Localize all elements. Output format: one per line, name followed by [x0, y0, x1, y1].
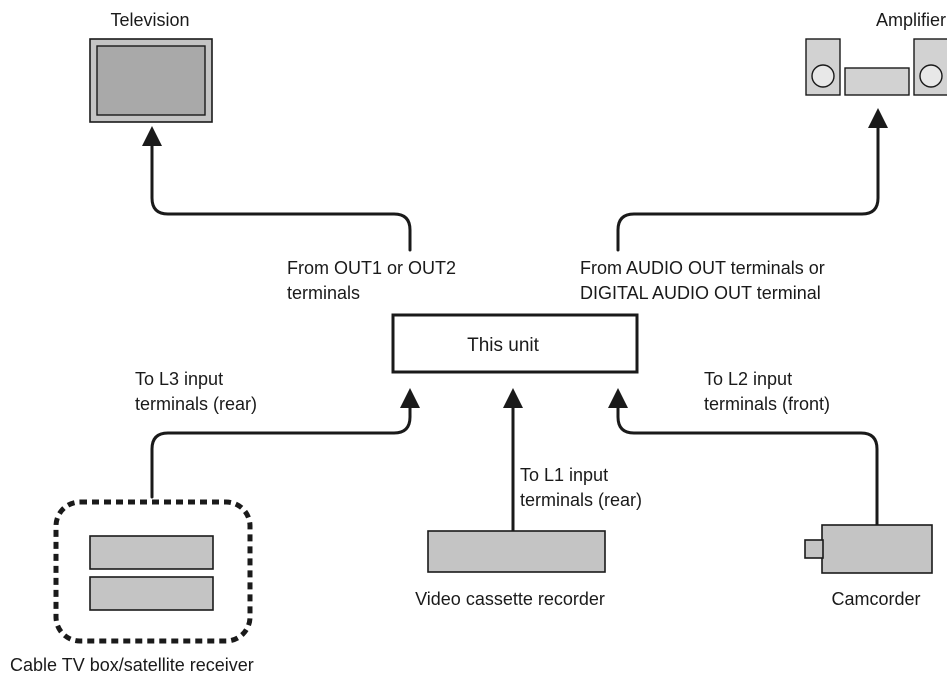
l3-label-line2: terminals (rear) [135, 394, 257, 414]
wire-to-television [150, 140, 412, 252]
television-icon [89, 38, 213, 123]
cable-box-label: Cable TV box/satellite receiver [10, 655, 254, 675]
arrow-to-l1 [503, 388, 523, 408]
l2-label-line1: To L2 input [704, 369, 792, 389]
wire-from-cable-box [150, 402, 412, 499]
satellite-receiver-icon [89, 576, 214, 611]
arrow-to-l2 [608, 388, 628, 408]
wire-to-amplifier [616, 122, 880, 252]
vcr-label: Video cassette recorder [415, 589, 605, 609]
tv-connection-label-line1: From OUT1 or OUT2 [287, 258, 456, 278]
cable-box-group-outline [53, 499, 253, 644]
camcorder-icon [804, 524, 933, 574]
amp-connection-label-line1: From AUDIO OUT terminals or [580, 258, 825, 278]
vcr-icon [427, 530, 606, 573]
l1-label-line2: terminals (rear) [520, 490, 642, 510]
camcorder-label: Camcorder [831, 589, 920, 609]
tv-connection-label-line2: terminals [287, 283, 360, 303]
cable-tv-box-icon [89, 535, 214, 570]
amp-connection-label-line2: DIGITAL AUDIO OUT terminal [580, 283, 821, 303]
this-unit-label: This unit [467, 335, 540, 356]
l3-label-line1: To L3 input [135, 369, 223, 389]
arrow-to-television [142, 126, 162, 146]
amplifier-icon [805, 38, 947, 96]
arrow-to-amplifier [868, 108, 888, 128]
television-label: Television [110, 10, 189, 30]
this-unit-box [391, 313, 639, 374]
l1-label-line1: To L1 input [520, 465, 608, 485]
amplifier-label: Amplifier [876, 10, 946, 30]
wire-from-camcorder [616, 402, 879, 527]
l2-label-line2: terminals (front) [704, 394, 830, 414]
arrow-to-l3 [400, 388, 420, 408]
